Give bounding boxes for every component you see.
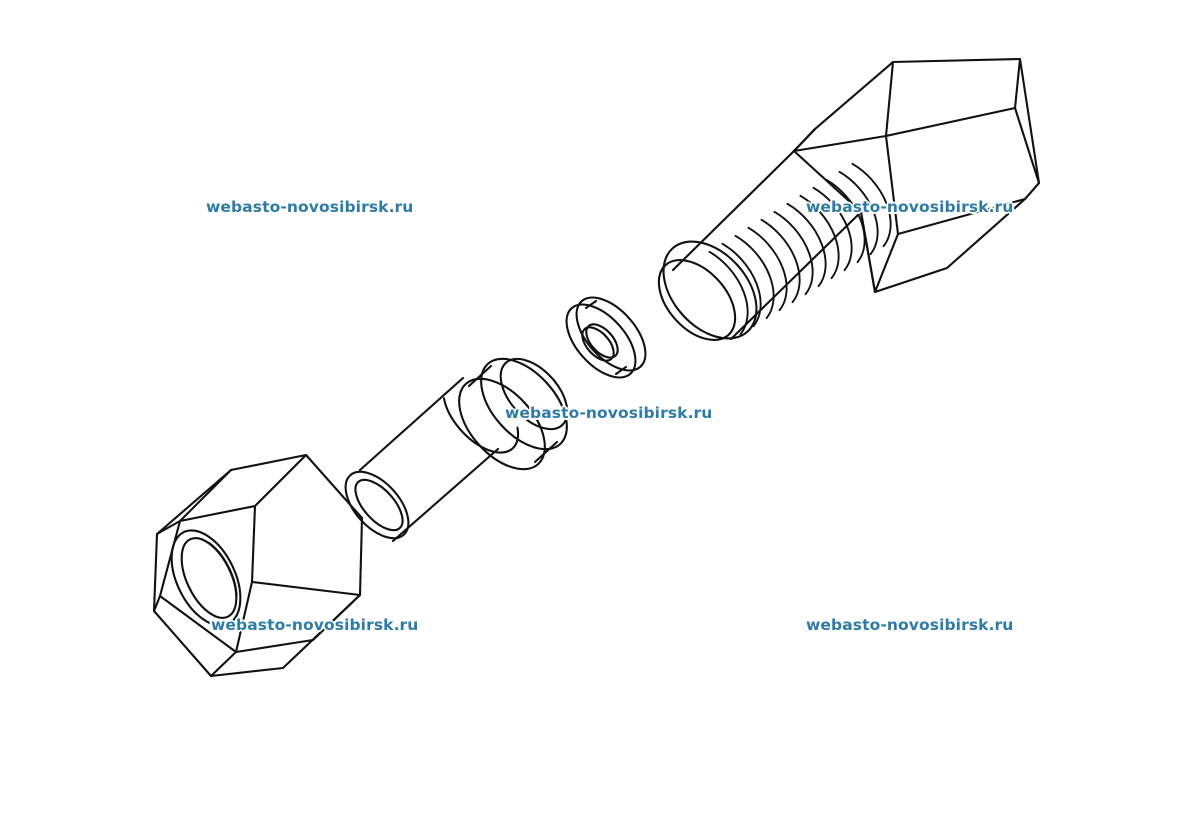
thread-turn-6: [773, 210, 814, 296]
connector-thread-crest-top: [671, 149, 796, 272]
part-sealing-washer: [565, 296, 647, 379]
nut-bore-outer: [170, 529, 242, 627]
part-compression-nut: [152, 453, 364, 678]
nut-front-bottom-left-edge: [158, 594, 238, 654]
nut-top-right-edge: [253, 453, 308, 508]
connector-thread-turns: [708, 162, 892, 336]
thread-turn-9: [812, 186, 853, 272]
ferrule-bottom-line: [391, 447, 500, 543]
connector-thread-crest-bottom: [729, 210, 863, 341]
ferrule-collar-top-edge: [467, 364, 493, 388]
thread-turn-12: [851, 162, 892, 248]
ferrule-end-outer: [344, 470, 410, 540]
thread-turn-5: [760, 218, 801, 304]
connector-hex-top-face-edge: [884, 106, 1017, 138]
ferrule-collar-step-left: [442, 397, 520, 454]
thread-turn-7: [786, 202, 827, 288]
washer-edge-bottom: [614, 365, 628, 376]
washer-front-outer: [565, 303, 637, 379]
ferrule-collar-bottom-edge: [533, 440, 559, 464]
connector-nose-chamfer: [662, 240, 758, 340]
nut-top-front-edge: [178, 504, 257, 523]
thread-turn-3: [734, 234, 775, 320]
thread-turn-4: [747, 226, 788, 312]
washer-hole-inner: [585, 323, 619, 359]
nut-bottom-face-edge: [234, 593, 362, 654]
ferrule-collar-right-face: [480, 357, 568, 451]
connector-hex-shoulder-left: [792, 127, 817, 153]
connector-hex-top-right-edge: [1013, 57, 1022, 110]
thread-turn-11: [838, 170, 879, 256]
part-threaded-connector-body: [657, 57, 1041, 342]
ferrule-end-bore: [354, 478, 404, 532]
nut-lower-right-edge: [250, 580, 362, 597]
connector-hex-right-vert-edge: [1013, 106, 1041, 185]
nut-internal-thread-arc: [207, 541, 238, 597]
connector-nose-tip: [657, 258, 737, 342]
washer-edge-top: [584, 299, 598, 310]
washer-hole-outer: [581, 326, 615, 362]
thread-turn-2: [721, 242, 762, 328]
part-ferrule-sleeve: [344, 357, 569, 543]
thread-turn-8: [799, 194, 840, 280]
connector-hex-lower-front-edge: [859, 210, 877, 294]
ferrule-collar-shoulder: [499, 357, 569, 431]
connector-hex-front-bottom-edge: [896, 197, 1027, 236]
nut-silhouette: [152, 453, 364, 678]
ferrule-collar-outer: [458, 377, 546, 471]
washer-back-outer: [575, 296, 647, 372]
nut-vert-edge-mid: [250, 504, 257, 584]
ferrule-top-line: [358, 376, 465, 472]
thread-turn-10: [825, 178, 866, 264]
